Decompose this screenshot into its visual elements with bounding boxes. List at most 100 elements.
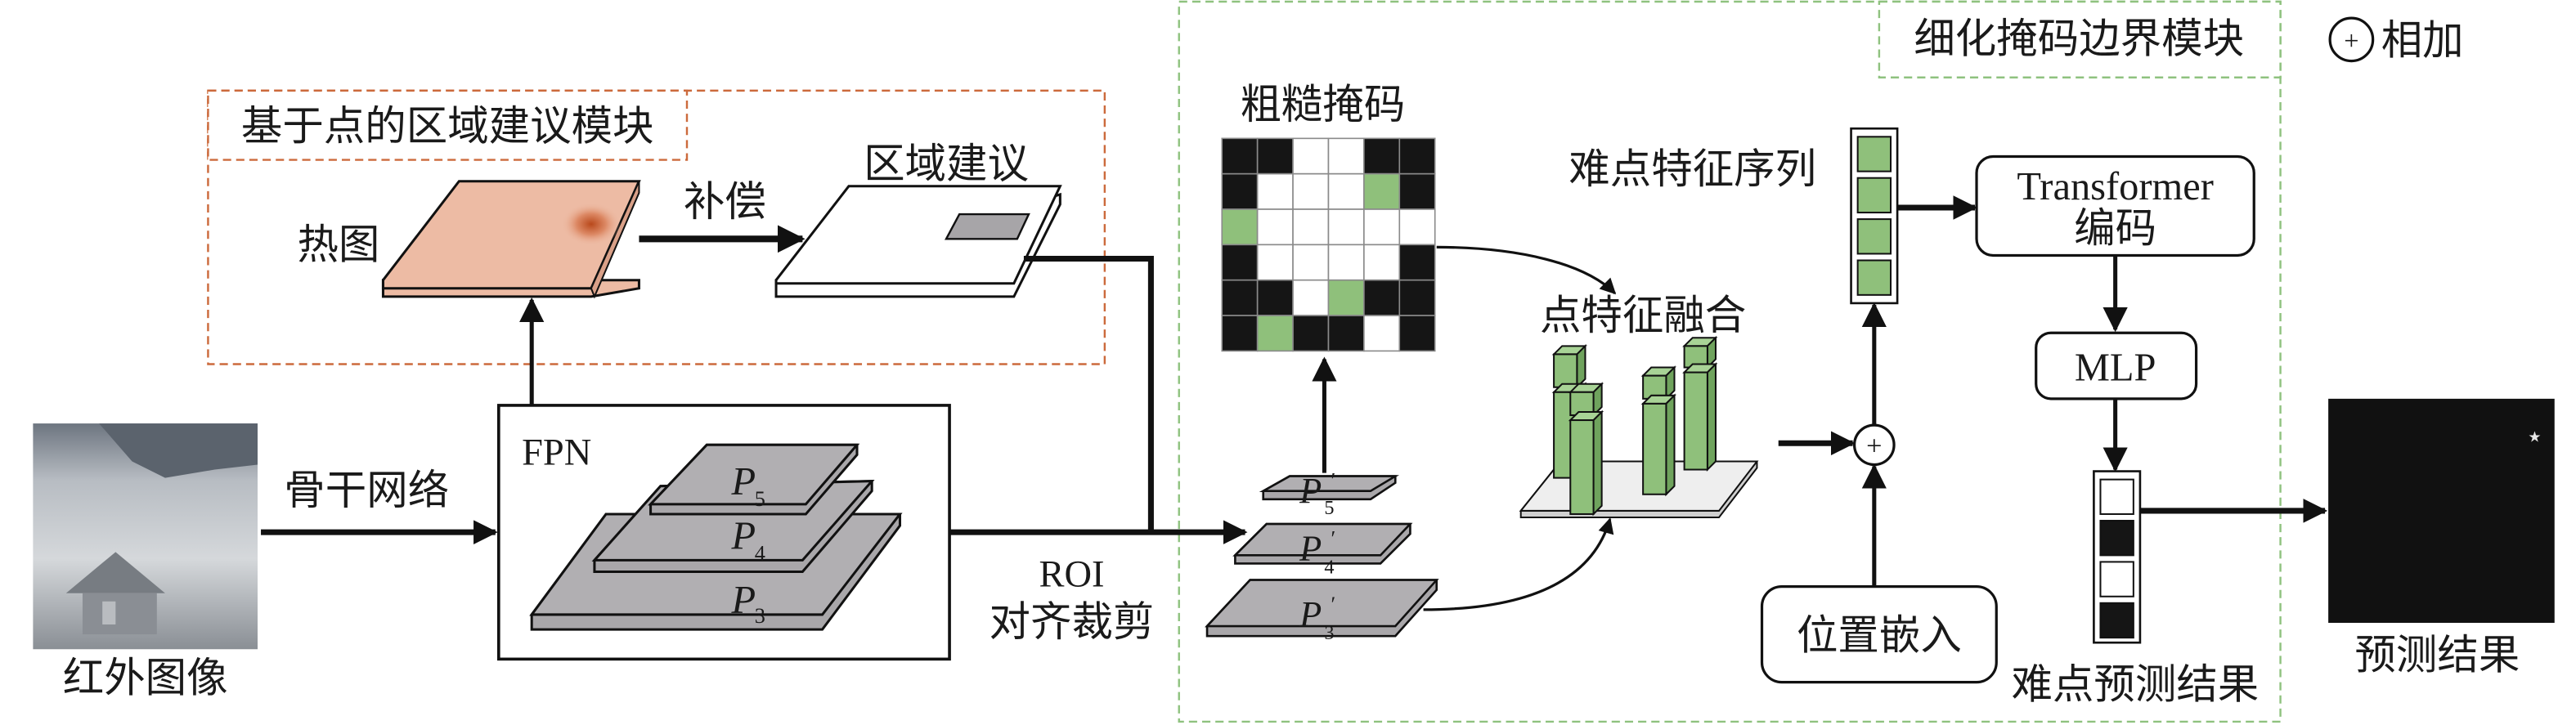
mask-cell xyxy=(1327,172,1365,210)
roi-p4-prime: ′ xyxy=(1331,526,1336,550)
bar-side xyxy=(1592,409,1603,517)
bar-side xyxy=(1665,393,1676,497)
roi-p5-prime: ′ xyxy=(1331,469,1336,493)
roi-p5-label: P xyxy=(1299,470,1322,511)
region-module-title: 基于点的区域建议模块 xyxy=(241,101,654,150)
mask-cell xyxy=(1327,244,1365,281)
mask-cell xyxy=(1292,244,1330,281)
hard-feature-label: 难点特征序列 xyxy=(1568,145,1816,193)
sequence-cell xyxy=(1856,177,1892,214)
fpn-p3-label: P xyxy=(731,579,756,622)
prediction-cell xyxy=(2099,478,2134,515)
heatmap-label: 热图 xyxy=(297,221,379,269)
mask-cell xyxy=(1221,279,1259,316)
mask-cell xyxy=(1292,315,1330,352)
output-target-icon: ★ xyxy=(2528,428,2541,445)
add-symbol-icon xyxy=(2328,16,2375,63)
prediction-cell xyxy=(2099,520,2134,557)
point-fusion-bars xyxy=(1551,335,1718,517)
output-image xyxy=(2328,398,2555,624)
mask-cell xyxy=(1292,172,1330,210)
position-embed-box xyxy=(1760,585,1998,684)
heatmap-hotspot xyxy=(561,202,622,246)
mlp-label: MLP xyxy=(2075,347,2156,390)
refine-module-title: 细化掩码边界模块 xyxy=(1914,15,2244,63)
fpn-layer-p5 xyxy=(648,443,860,516)
roi-p4-label: P xyxy=(1299,527,1322,568)
legend-label: 相加 xyxy=(2381,16,2464,65)
roi-p4-sub: 4 xyxy=(1324,557,1334,579)
heatmap xyxy=(381,180,641,299)
point-fusion-label: 点特征融合 xyxy=(1540,291,1746,339)
transformer-encode-label: 编码 xyxy=(2074,204,2156,252)
bar-side xyxy=(1706,362,1717,472)
mask-cell xyxy=(1221,244,1259,281)
coarse-mask-label: 粗糙掩码 xyxy=(1240,80,1405,128)
position-embed-label: 位置嵌入 xyxy=(1797,611,1962,659)
refine-module-title-box xyxy=(1878,0,2282,78)
roi-layer-p3 xyxy=(1205,579,1439,638)
fpn-p5-sub: 5 xyxy=(755,487,765,511)
mask-cell xyxy=(1398,315,1436,352)
mask-cell xyxy=(1363,279,1401,316)
coarse-mask-grid xyxy=(1221,137,1436,352)
mask-cell xyxy=(1256,279,1294,316)
mask-cell xyxy=(1292,208,1330,246)
infrared-image xyxy=(33,423,258,650)
region-module-title-box xyxy=(207,89,689,161)
add-node-symbol: + xyxy=(1866,430,1882,461)
mask-to-fusion-arrow xyxy=(1436,245,1617,295)
mask-cell xyxy=(1327,279,1365,316)
region-proposal xyxy=(774,185,1062,298)
fpn-p4-label: P xyxy=(731,514,756,557)
bar-front xyxy=(1683,371,1708,471)
mask-cell xyxy=(1292,137,1330,175)
region-module-frame xyxy=(207,89,1106,365)
roi-layer-p5 xyxy=(1259,475,1399,501)
fpn-p5-label: P xyxy=(731,460,756,503)
roi-p3-prime: ′ xyxy=(1331,593,1336,616)
bar-side xyxy=(1576,343,1586,390)
fpn-p4-sub: 4 xyxy=(755,541,765,565)
mask-cell xyxy=(1363,137,1401,175)
transformer-label: Transformer xyxy=(2017,165,2213,208)
mask-cell xyxy=(1221,137,1259,175)
mask-cell xyxy=(1256,208,1294,246)
mask-cell xyxy=(1221,315,1259,352)
region-proposal-label: 区域建议 xyxy=(864,140,1029,188)
input-label: 红外图像 xyxy=(63,654,228,702)
compensate-label: 补偿 xyxy=(684,177,766,226)
mask-cell xyxy=(1363,172,1401,210)
hard-feature-cells xyxy=(1856,136,1892,296)
mask-cell xyxy=(1363,244,1401,281)
mask-cell xyxy=(1398,244,1436,281)
mask-cell xyxy=(1398,172,1436,210)
prediction-cell xyxy=(2099,561,2134,597)
proposal-to-roi-line xyxy=(1023,255,1154,533)
proposal-box xyxy=(945,213,1030,240)
hard-pred-label: 难点预测结果 xyxy=(2011,660,2259,709)
mask-cell xyxy=(1327,137,1365,175)
mask-cell xyxy=(1256,137,1294,175)
mask-cell xyxy=(1398,137,1436,175)
roi-crop-label: 对齐裁剪 xyxy=(990,597,1155,646)
mask-cell xyxy=(1221,172,1259,210)
roi-p5-sub: 5 xyxy=(1324,497,1334,519)
roi-layer-p4 xyxy=(1232,522,1413,565)
mask-cell xyxy=(1363,315,1401,352)
fpn-p3-sub: 3 xyxy=(755,604,765,628)
bar-front xyxy=(1642,402,1667,495)
legend: + 相加 xyxy=(2328,16,2464,65)
roi-label: ROI xyxy=(1039,554,1104,596)
output-label: 预测结果 xyxy=(2354,630,2520,678)
hard-pred-cells xyxy=(2099,478,2134,639)
mask-cell xyxy=(1256,315,1294,352)
sequence-cell xyxy=(1856,259,1892,296)
mask-cell xyxy=(1398,279,1436,316)
mask-cell xyxy=(1327,208,1365,246)
sequence-cell xyxy=(1856,218,1892,255)
roi-p3-label: P xyxy=(1299,593,1322,634)
mask-cell xyxy=(1256,244,1294,281)
mask-cell xyxy=(1398,208,1436,246)
